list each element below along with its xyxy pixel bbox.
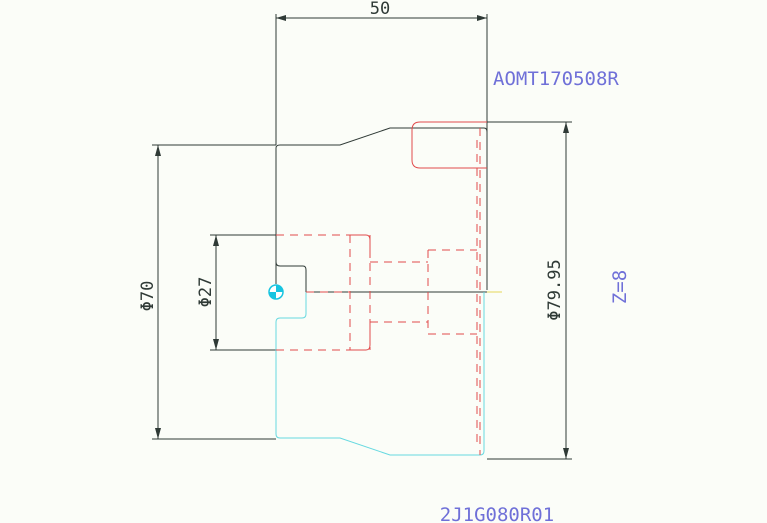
dimension-length-label: 50: [370, 0, 390, 19]
dimension-length: 50: [275, 0, 488, 285]
bore-step-upper: [275, 234, 487, 293]
part-outline-upper: [275, 127, 488, 290]
dimension-outer-right: Φ79.95: [487, 121, 572, 460]
hidden-lines: [276, 121, 487, 455]
teeth-count-label: Z=8: [609, 270, 631, 304]
origin-marker-icon: [268, 284, 284, 300]
bore-step-lower: [275, 292, 307, 350]
tool-code-label: AOMT170508R: [493, 68, 619, 90]
part-outline-lower: [275, 292, 485, 456]
dimension-bore-label: Φ27: [196, 277, 216, 308]
dimension-outer-left: Φ70: [138, 144, 276, 440]
dimension-outer-right-label: Φ79.95: [545, 259, 565, 320]
part-code-label: 2J1G080R01: [440, 504, 554, 523]
dimension-outer-left-label: Φ70: [138, 281, 158, 312]
dimension-bore: Φ27: [196, 234, 276, 351]
